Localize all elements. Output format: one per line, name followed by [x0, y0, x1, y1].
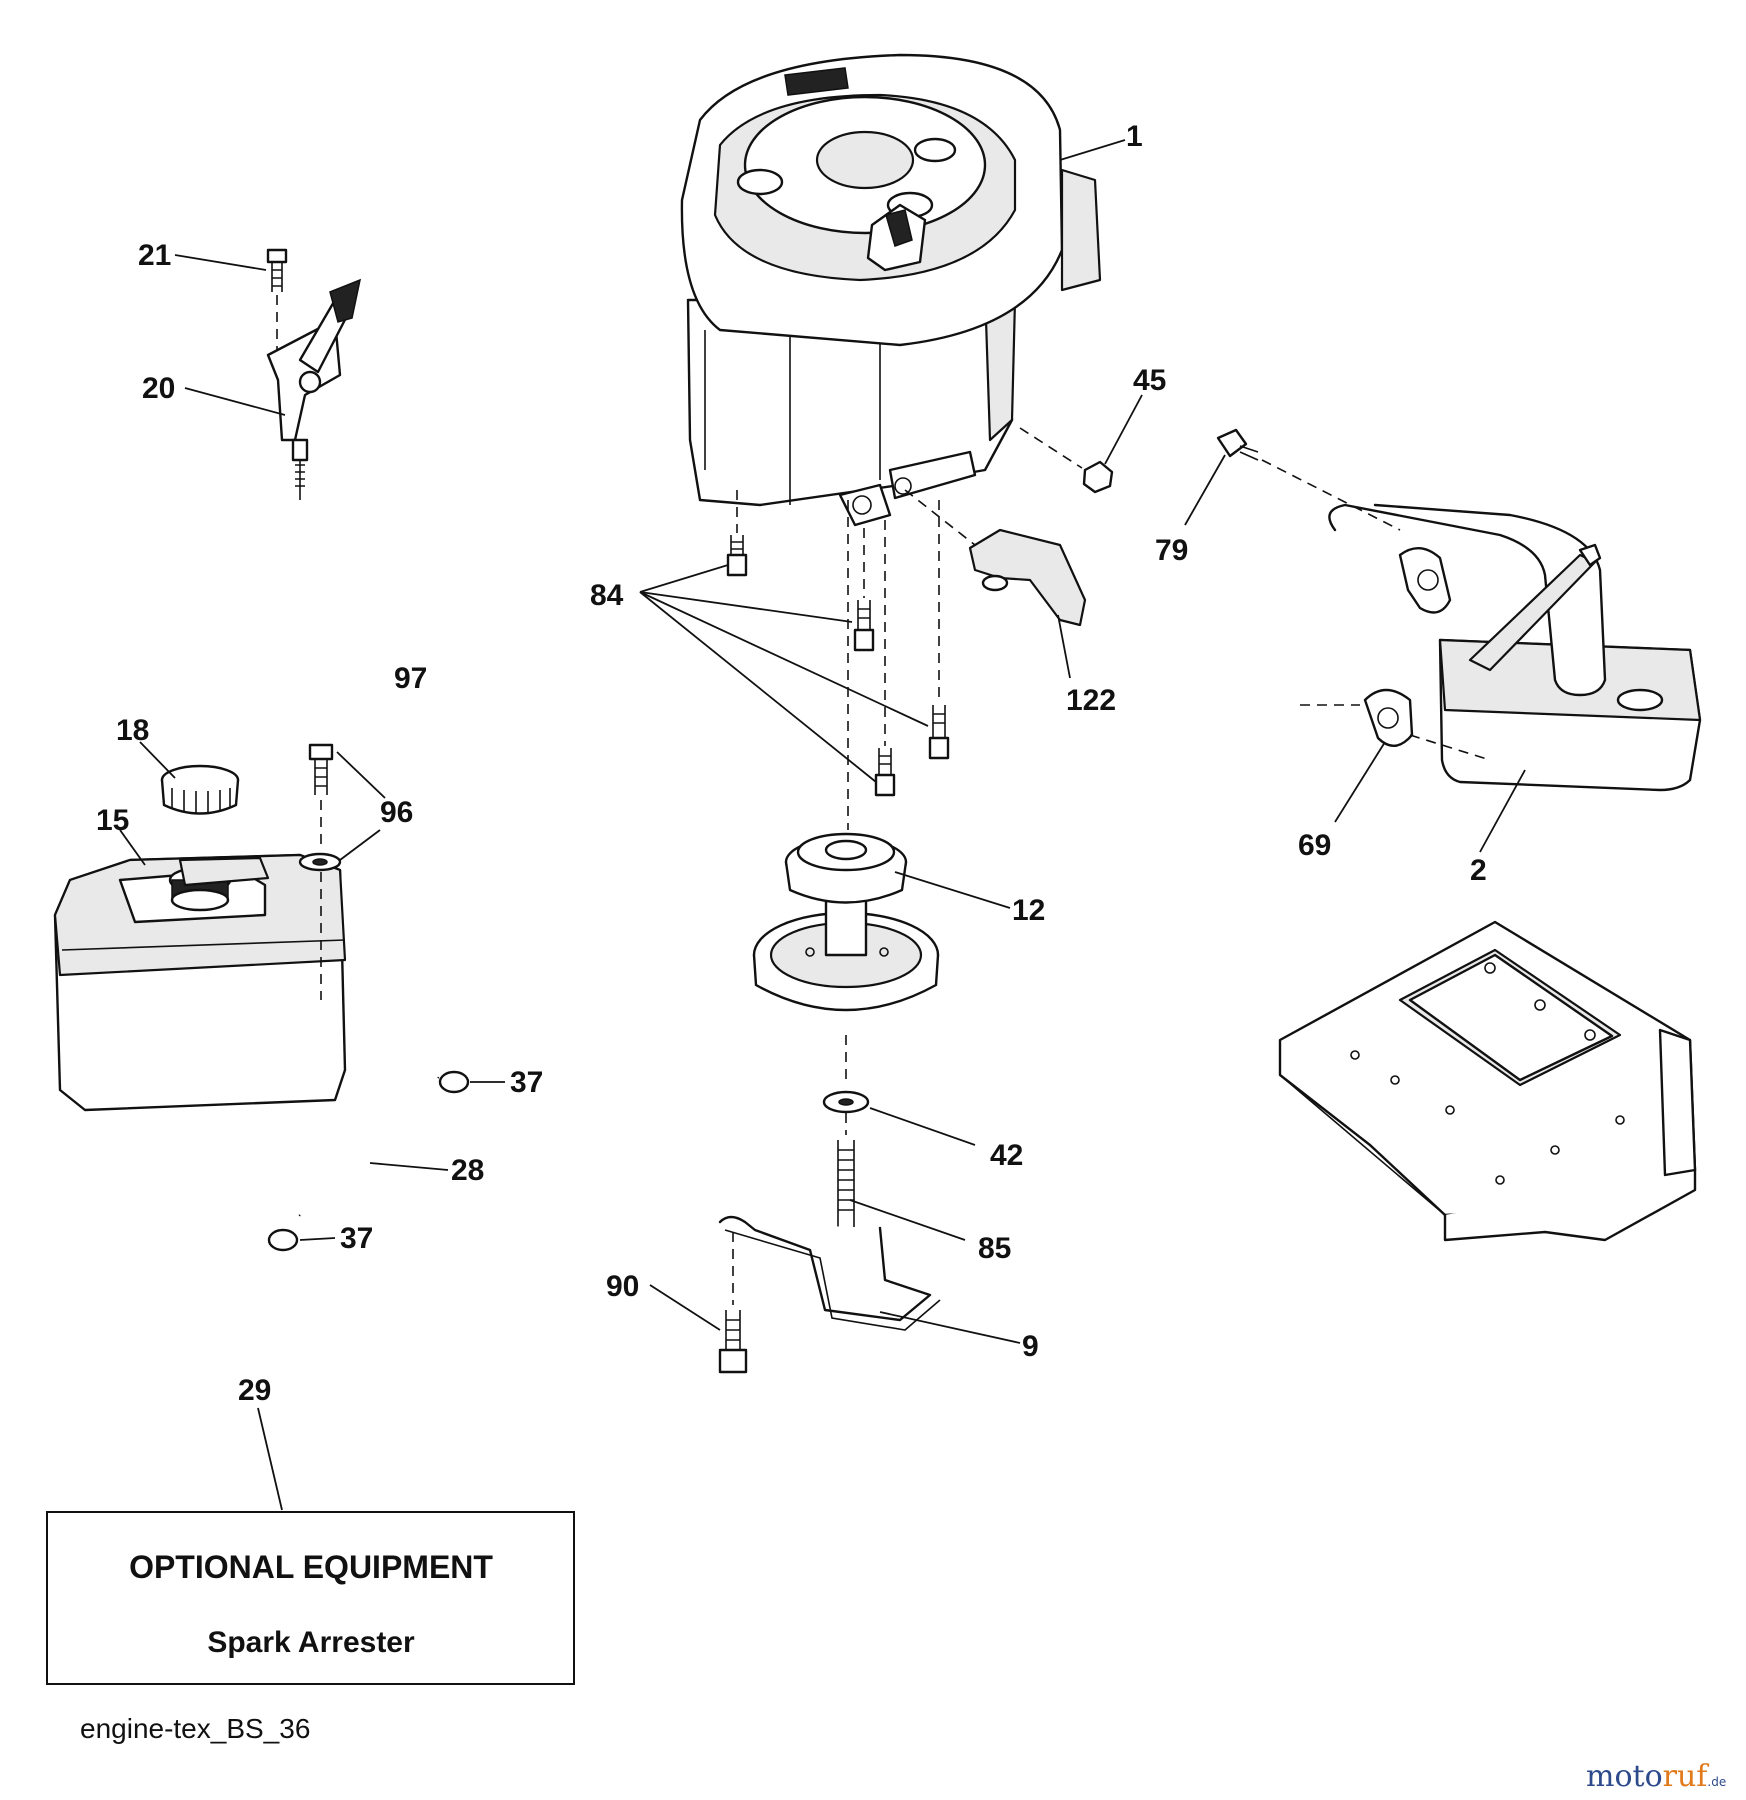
optional-equipment-title: OPTIONAL EQUIPMENT — [129, 1549, 493, 1585]
callout-45: 45 — [1133, 364, 1166, 397]
engine-bolts — [726, 490, 950, 797]
callout-37-upper: 37 — [510, 1066, 543, 1099]
callout-79: 79 — [1155, 534, 1188, 567]
callout-labels: 1 2 9 12 15 18 20 21 28 29 37 37 42 45 6… — [96, 120, 1487, 1407]
callout-97: 97 — [394, 662, 427, 695]
engine — [680, 53, 1102, 527]
drawing-id: engine-tex_BS_36 — [80, 1713, 310, 1744]
optional-equipment-box: OPTIONAL EQUIPMENT Spark Arrester — [46, 1511, 575, 1685]
belt-guide-bracket — [718, 1215, 941, 1374]
callout-84: 84 — [590, 579, 624, 612]
optional-equipment-item: Spark Arrester — [207, 1626, 415, 1659]
muffler-bolt — [1216, 428, 1401, 531]
callout-42: 42 — [990, 1139, 1023, 1172]
callout-85: 85 — [978, 1232, 1011, 1265]
callout-21: 21 — [138, 239, 171, 272]
fuel-tank — [53, 853, 347, 1112]
svg-text:motoruf.de: motoruf.de — [1586, 1759, 1726, 1794]
callout-20: 20 — [142, 372, 175, 405]
callout-15: 15 — [96, 804, 129, 837]
callout-96: 96 — [380, 796, 413, 829]
callout-1: 1 — [1126, 120, 1143, 153]
leader-lines — [119, 139, 1526, 1511]
callout-29: 29 — [238, 1374, 271, 1407]
exhaust-gasket — [1300, 547, 1491, 761]
muffler-guard — [904, 489, 1087, 627]
callout-69: 69 — [1298, 829, 1331, 862]
bolt-and-washer — [298, 743, 342, 1000]
callout-37-lower: 37 — [340, 1222, 373, 1255]
callout-2: 2 — [1470, 854, 1487, 887]
callout-12: 12 — [1012, 894, 1045, 927]
fuel-cap — [160, 764, 240, 815]
callout-122: 122 — [1066, 684, 1116, 717]
watermark-logo: motoruf.de — [1586, 1759, 1726, 1794]
engine-pulley — [752, 500, 940, 1085]
engine-mount-plate — [1278, 920, 1697, 1242]
nut — [1019, 427, 1114, 494]
muffler — [1328, 503, 1702, 792]
callout-28: 28 — [451, 1154, 484, 1187]
fuel-line — [267, 1070, 470, 1252]
throttle-control — [266, 248, 362, 500]
callout-90: 90 — [606, 1270, 639, 1303]
callout-18: 18 — [116, 714, 149, 747]
callout-9: 9 — [1022, 1330, 1039, 1363]
